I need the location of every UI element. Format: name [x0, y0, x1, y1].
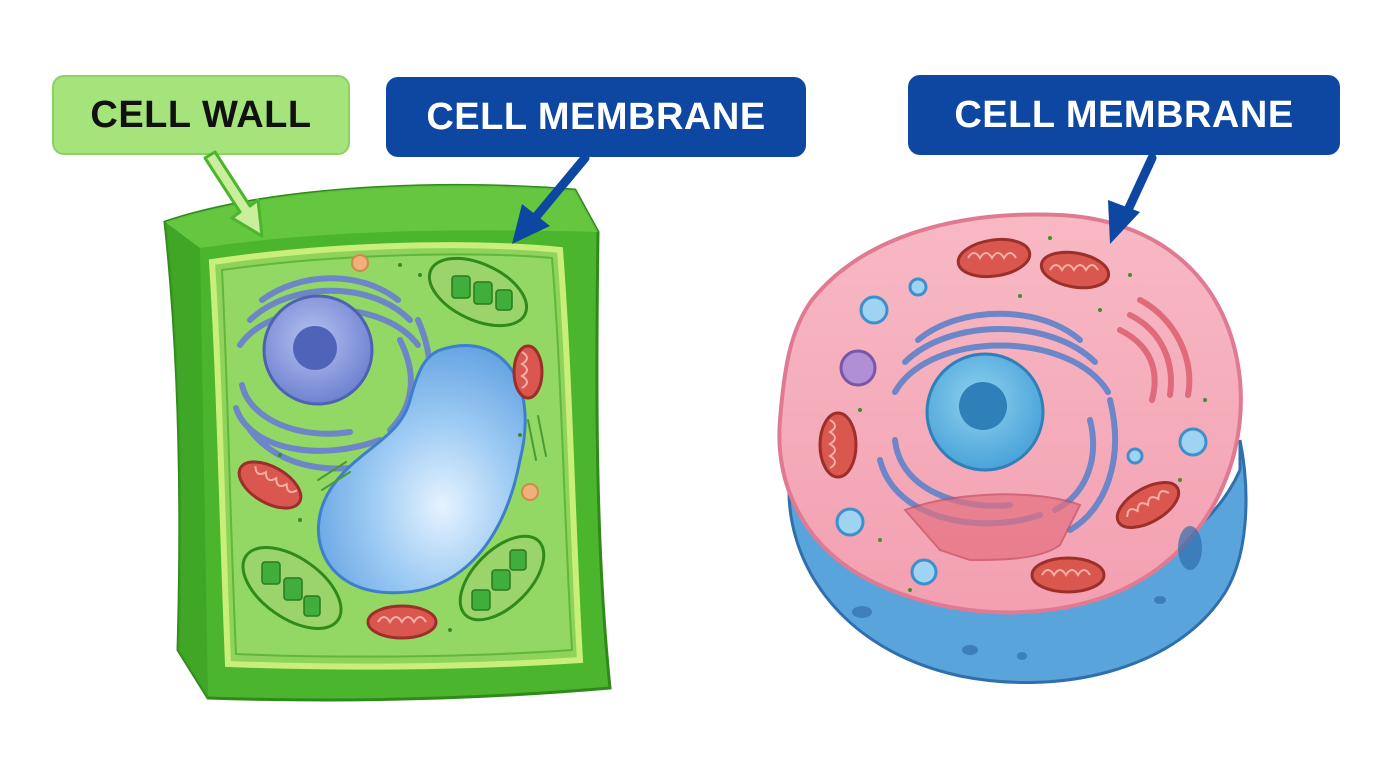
plant-vacuole: [316, 344, 527, 595]
animal-mitochondrion-5: [1115, 481, 1181, 529]
animal-mitochondrion-4: [1030, 556, 1106, 594]
animal-vesicles: [835, 277, 1208, 586]
animal-golgi-apparatus: [1117, 297, 1193, 403]
animal-lysosome: [839, 349, 877, 387]
animal-membrane-arrow: [1108, 153, 1157, 244]
animal-cell-membrane-label: CELL MEMBRANE: [908, 75, 1340, 155]
animal-golgi: [903, 493, 1082, 562]
plant-mitochondrion-1: [237, 460, 303, 510]
plant-chloroplast-1: [427, 256, 529, 328]
plant-chloroplast-2: [241, 546, 343, 630]
plant-chloroplast-3: [458, 534, 546, 622]
cell-wall-label: CELL WALL: [52, 75, 350, 155]
plant-nucleolus: [293, 326, 337, 370]
animal-cell: [777, 212, 1248, 685]
plant-cell-membrane-label: CELL MEMBRANE: [386, 77, 806, 157]
plant-mitochondrion-3: [366, 604, 438, 640]
animal-mitochondrion-3: [818, 411, 858, 479]
plant-membrane-arrow: [512, 153, 590, 244]
animal-mitochondrion-2: [1039, 250, 1111, 290]
animal-nucleolus: [959, 382, 1007, 430]
cell-wall-arrow: [203, 150, 264, 238]
plant-mitochondrion-2: [512, 344, 544, 400]
animal-mitochondrion-1: [956, 237, 1032, 279]
plant-cell: [163, 183, 612, 702]
